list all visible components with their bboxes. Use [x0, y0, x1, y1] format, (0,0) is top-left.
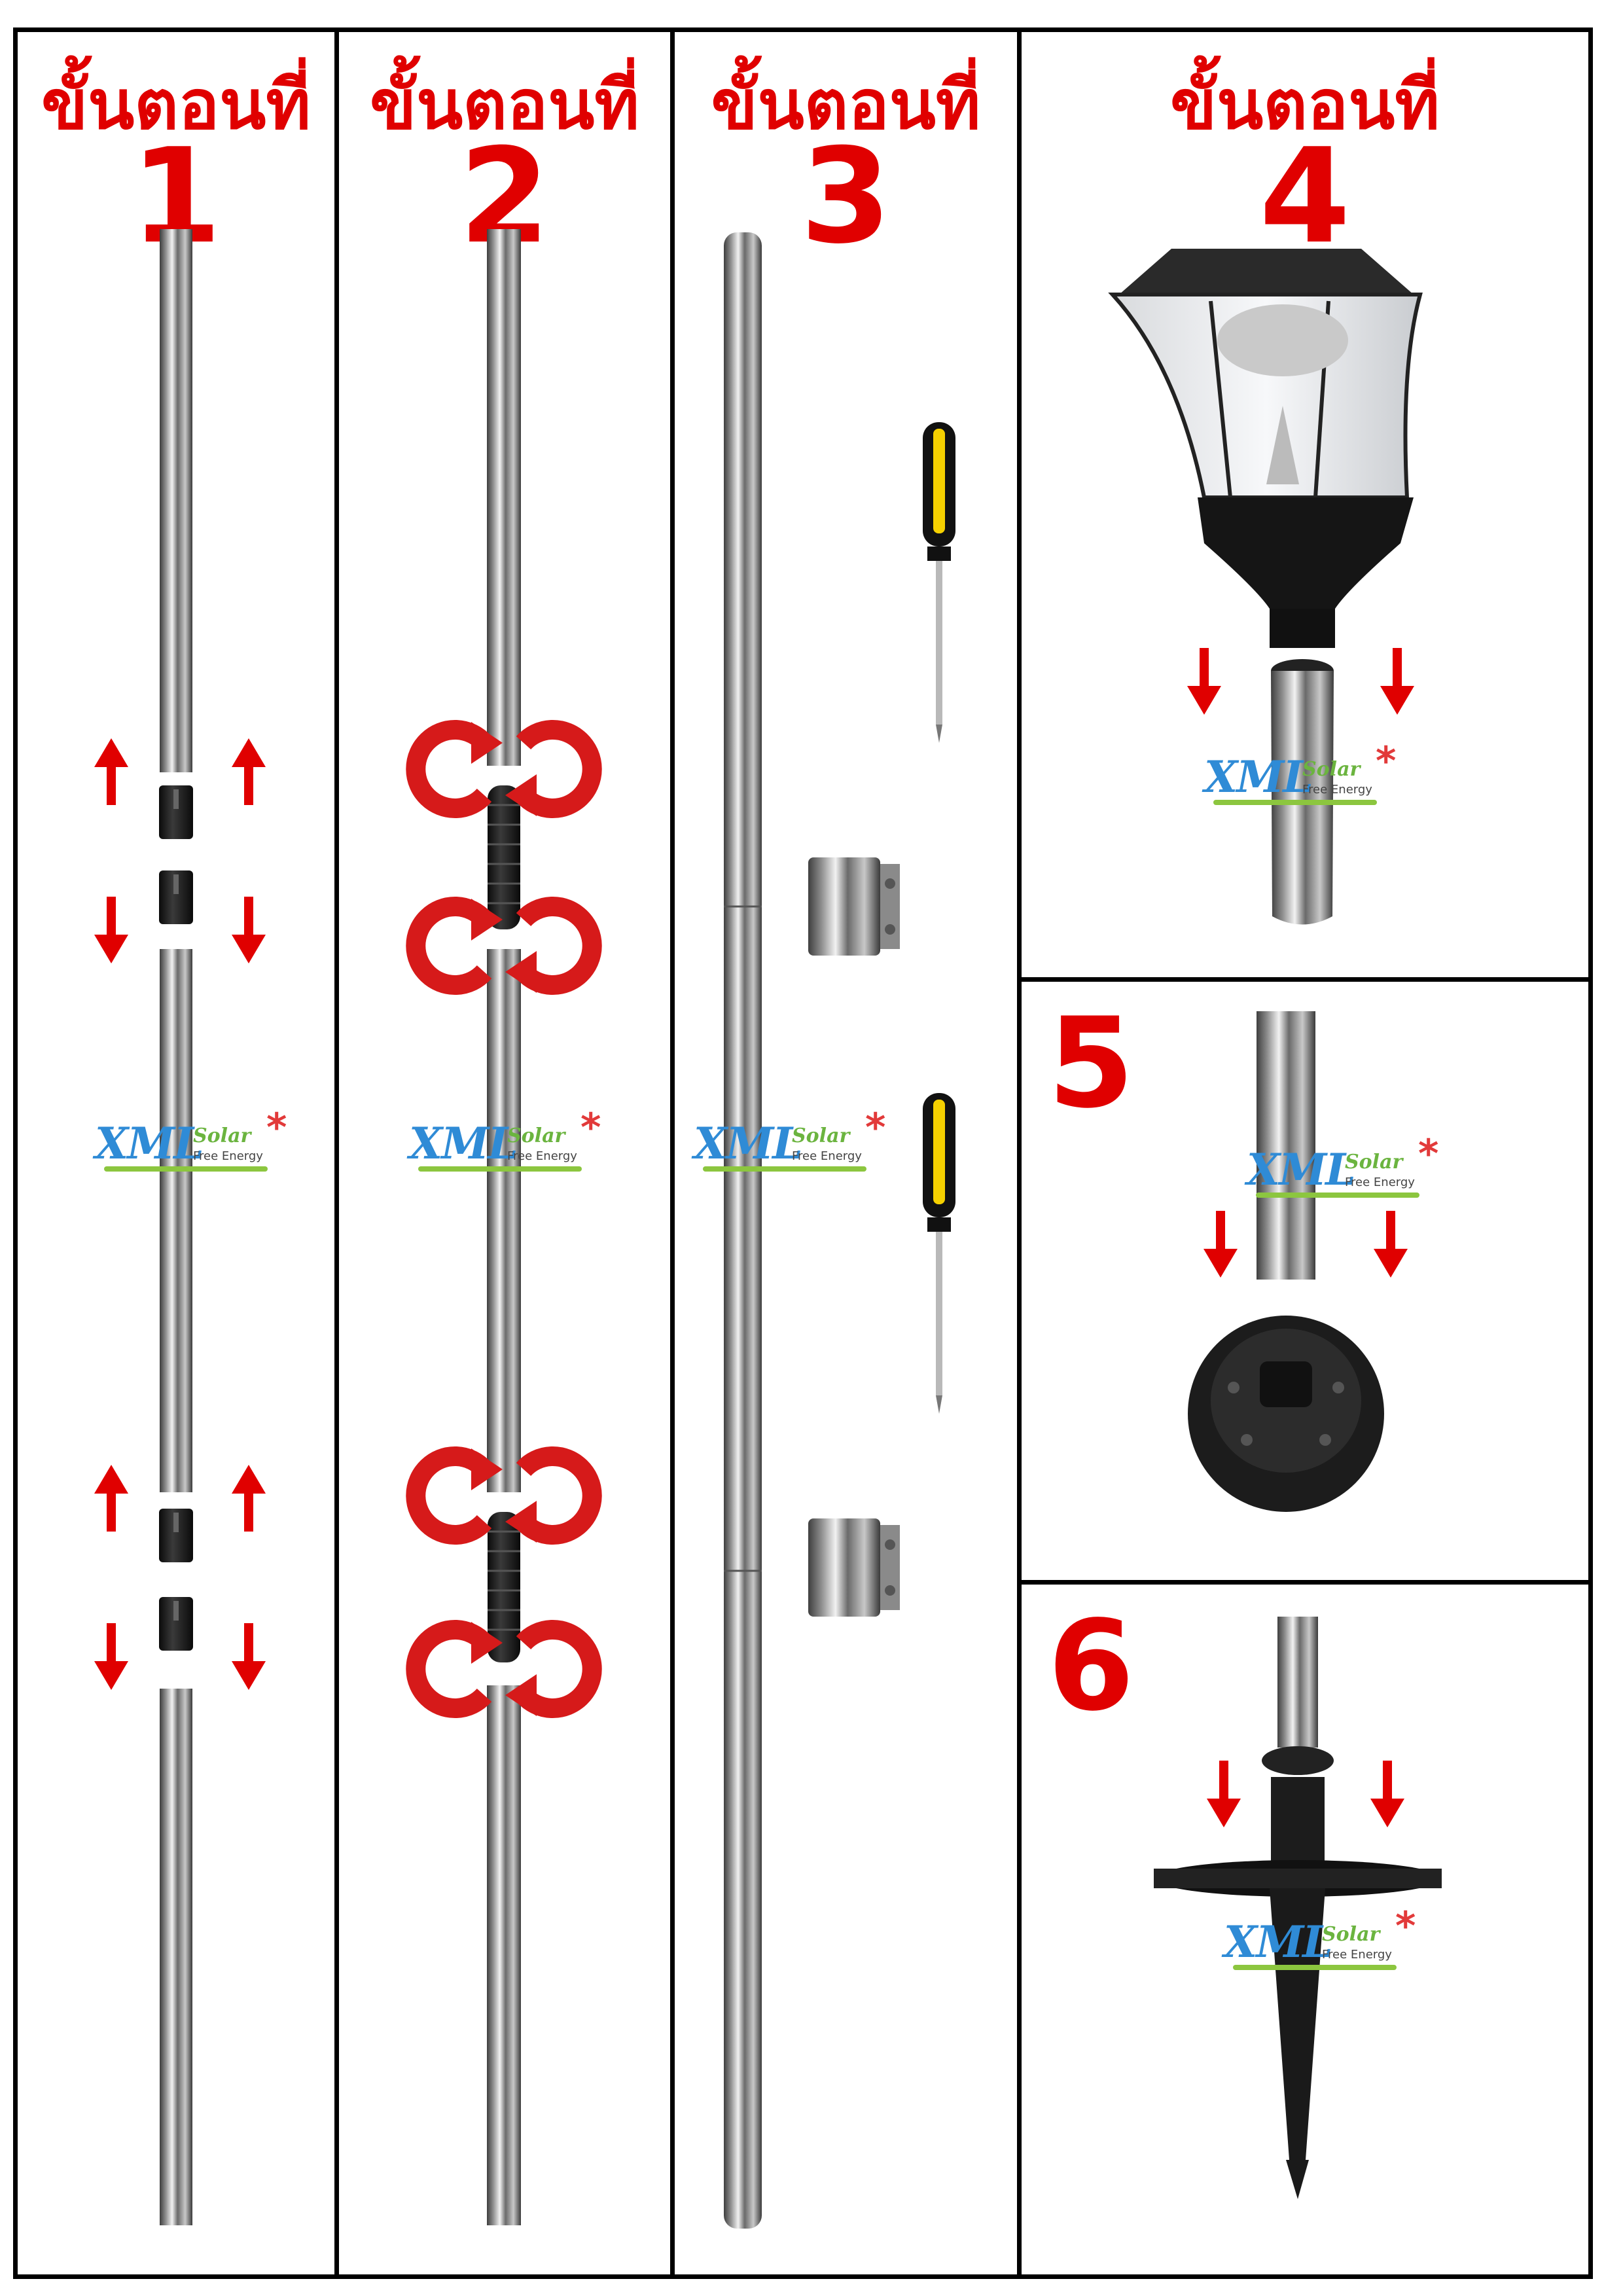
arrow-down-icon: [1370, 1761, 1404, 1827]
step-3-number: 3: [800, 120, 892, 273]
step-3-label: ขั้นตอนที่: [711, 65, 981, 145]
pole-clamp-icon: [808, 857, 900, 956]
step-1-label: ขั้นตอนที่: [41, 65, 311, 145]
pole-segment: [487, 229, 521, 766]
brand-logo: XML Solar Free Energy *: [1224, 1903, 1433, 1977]
step-3-illustration: [724, 232, 955, 2229]
threaded-coupler-icon: [488, 785, 520, 929]
screwdriver-icon: [923, 1093, 955, 1414]
coupler-icon: [159, 785, 193, 839]
arrow-down-icon: [1380, 648, 1414, 715]
arrow-down-icon: [1187, 648, 1221, 715]
threaded-coupler-icon: [488, 1512, 520, 1662]
arrow-down-icon: [94, 897, 128, 963]
pole-segment: [160, 949, 192, 1492]
screwdriver-icon: [923, 422, 955, 743]
coupler-icon: [159, 870, 193, 924]
pole-segment: [487, 949, 521, 1492]
pole-clamp-icon: [808, 1518, 900, 1617]
step-4-illustration: [1108, 249, 1423, 925]
step-2-label: ขั้นตอนที่: [370, 65, 639, 145]
brand-logo: XML Solar Free Energy *: [694, 1105, 903, 1178]
coupler-icon: [159, 1509, 193, 1562]
step-4-label: ขั้นตอนที่: [1170, 65, 1440, 145]
arrow-down-icon: [94, 1623, 128, 1690]
brand-logo: XML Solar Free Energy *: [95, 1105, 304, 1178]
step-6-number: 6: [1048, 1594, 1135, 1738]
step-1-illustration: [94, 229, 266, 2225]
brand-logo: XML Solar Free Energy *: [409, 1105, 618, 1178]
step-5-illustration: [1188, 1011, 1408, 1512]
pole-segment: [160, 229, 192, 772]
arrow-up-icon: [232, 1465, 266, 1532]
arrow-down-icon: [232, 1623, 266, 1690]
arrow-down-icon: [232, 897, 266, 963]
arrow-down-icon: [1374, 1211, 1408, 1278]
pole-segment: [487, 1685, 521, 2225]
step-2-illustration: [416, 229, 592, 2225]
pole-bottom: [1277, 1617, 1318, 1748]
brand-logo: XML Solar Free Energy *: [1204, 738, 1414, 812]
arrow-down-icon: [1207, 1761, 1241, 1827]
step-6-illustration: [1154, 1617, 1442, 2199]
coupler-icon: [159, 1597, 193, 1651]
solar-lamp-head-icon: [1119, 249, 1414, 295]
arrow-up-icon: [232, 738, 266, 805]
arrow-up-icon: [94, 1465, 128, 1532]
arrow-up-icon: [94, 738, 128, 805]
pole-bottom: [1257, 1011, 1315, 1280]
step-5-number: 5: [1048, 991, 1135, 1136]
step-4-number: 4: [1259, 120, 1351, 273]
arrow-down-icon: [1204, 1211, 1238, 1278]
assembled-pole: [724, 232, 762, 2229]
brand-logo: XML Solar Free Energy *: [1247, 1131, 1456, 1204]
lamp-pole-top: [1271, 671, 1334, 925]
pole-segment: [160, 1689, 192, 2225]
